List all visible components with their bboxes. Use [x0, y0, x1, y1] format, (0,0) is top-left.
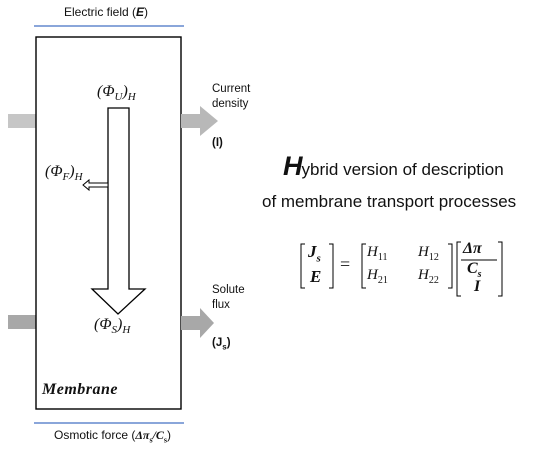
phi-f-open: (Φ — [45, 163, 63, 180]
solute-flux-line2: flux — [212, 299, 230, 311]
current-density-arrow — [181, 106, 218, 136]
left-upper-stub — [8, 114, 36, 128]
solute-symbol-close: ) — [226, 337, 231, 349]
osmotic-force-label: Osmotic force (Δπs/Cs) — [54, 428, 171, 444]
solute-flux-label: Solute flux — [212, 283, 245, 313]
eq-h11-sub: 11 — [377, 252, 388, 263]
phi-s-sub: S — [111, 324, 118, 337]
osmotic-symbol: Δπ — [135, 428, 150, 442]
osmotic-sub: s — [149, 435, 153, 445]
osmotic-force-text: Osmotic force ( — [54, 428, 136, 442]
osmotic-sub2: s — [163, 435, 168, 445]
solute-symbol: (Js) — [212, 336, 231, 354]
eq-js-j: J — [308, 242, 317, 261]
eq-h21: H21 — [367, 267, 388, 286]
eq-h22-sub: 22 — [428, 275, 439, 286]
phi-u-open: (Φ — [97, 83, 115, 100]
eq-h22-h: H — [418, 267, 429, 283]
phi-s-h: H — [122, 324, 131, 337]
eq-cs-c: C — [467, 260, 478, 277]
eq-js-sub: s — [316, 252, 321, 265]
osmotic-slash: /C — [152, 428, 164, 442]
phi-f-close: ) — [69, 163, 75, 180]
eq-h11: H11 — [367, 244, 387, 263]
hybrid-equation: Js E = H11 H12 H21 H22 Δπ Cs I — [300, 240, 510, 300]
phi-u-sub: U — [114, 91, 123, 104]
phi-s-open: (Φ — [94, 316, 112, 333]
phi-f-label: (ΦF)H — [45, 163, 83, 183]
eq-h12-sub: 12 — [428, 252, 439, 263]
solute-flux-arrow — [181, 308, 214, 338]
solute-symbol-j: (J — [212, 337, 223, 349]
phi-f-h: H — [74, 171, 83, 184]
heading-rest: ybrid version of description — [301, 160, 504, 179]
current-symbol: (I) — [212, 137, 223, 149]
eq-cs: Cs — [467, 260, 482, 280]
phi-u-close: ) — [122, 83, 128, 100]
equation-brackets — [300, 241, 503, 297]
eq-h21-h: H — [367, 267, 378, 283]
solute-flux-line1: Solute — [212, 284, 245, 296]
electric-field-symbol: E — [136, 5, 145, 19]
heading-line1: Hybrid version of description — [283, 151, 504, 182]
eq-cs-sub: s — [477, 269, 482, 281]
electric-field-close: ) — [144, 5, 149, 19]
current-density-line1: Current — [212, 83, 251, 95]
eq-h11-h: H — [367, 244, 378, 260]
solute-symbol-sub: s — [222, 342, 227, 352]
current-density-label: Current density — [212, 82, 250, 112]
eq-i: I — [474, 278, 481, 295]
phi-f-sub: F — [62, 171, 70, 184]
phi-s-close: ) — [117, 316, 123, 333]
phi-f-arrow — [82, 178, 109, 192]
main-flux-arrow — [90, 107, 147, 315]
left-lower-stub — [8, 315, 36, 329]
eq-js: Js — [308, 242, 321, 264]
heading-initial: H — [283, 151, 302, 181]
eq-h22: H22 — [418, 267, 439, 286]
electric-field-label: Electric field (E) — [64, 5, 148, 19]
membrane-label: Membrane — [42, 381, 118, 398]
osmotic-close: ) — [167, 428, 172, 442]
phi-u-label: (ΦU)H — [97, 83, 136, 103]
phi-u-h: H — [127, 91, 136, 104]
phi-s-label: (ΦS)H — [94, 316, 130, 336]
current-density-line2: density — [212, 98, 249, 110]
eq-h12-h: H — [418, 244, 429, 260]
heading-line2: of membrane transport processes — [262, 192, 517, 211]
eq-h21-sub: 21 — [377, 275, 388, 286]
eq-equals: = — [340, 254, 351, 274]
eq-e: E — [310, 267, 322, 286]
eq-delta-pi: Δπ — [463, 240, 482, 257]
electric-field-text: Electric field ( — [64, 5, 137, 19]
eq-h12: H12 — [418, 244, 439, 263]
